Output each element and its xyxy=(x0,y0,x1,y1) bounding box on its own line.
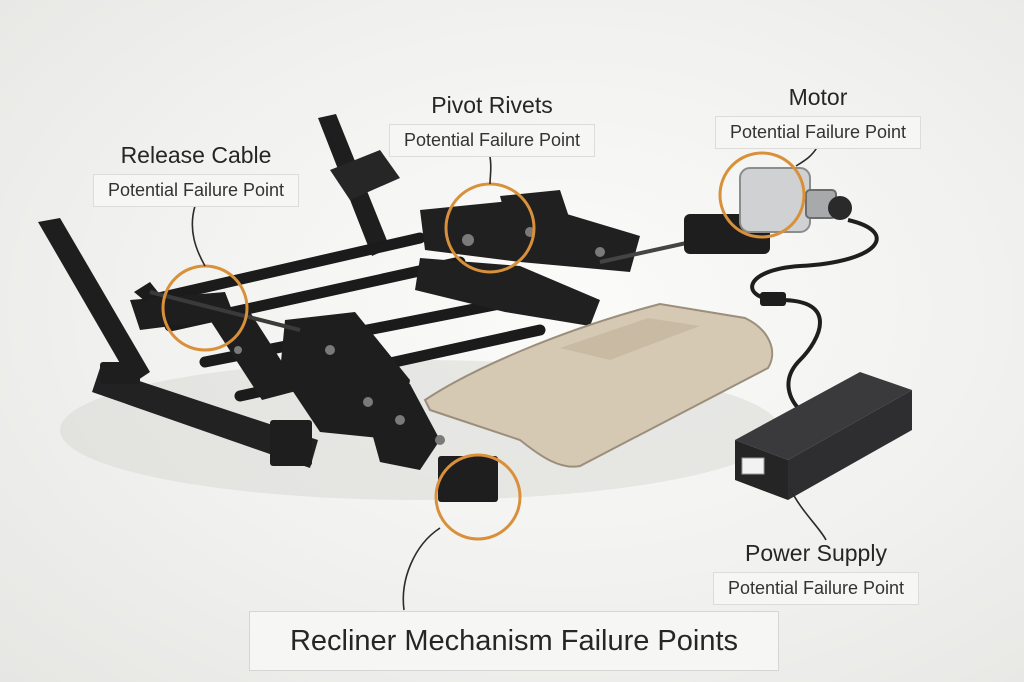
motor-ring xyxy=(718,151,806,239)
release-cable-line xyxy=(149,290,301,332)
callout-motor: Motor Potential Failure Point xyxy=(682,82,954,149)
cable-connector xyxy=(760,292,786,306)
callout-power-supply: Power Supply Potential Failure Point xyxy=(680,538,952,605)
floor-brackets xyxy=(100,362,498,502)
release-handle xyxy=(134,282,158,302)
callout-pivot-rivets: Pivot Rivets Potential Failure Point xyxy=(356,90,628,157)
power-supply-box xyxy=(735,372,912,500)
footrest-pad xyxy=(423,302,774,468)
callout-note: Potential Failure Point xyxy=(714,116,922,149)
motor-unit xyxy=(684,167,852,254)
callout-title: Motor xyxy=(788,84,848,110)
callout-title: Release Cable xyxy=(120,142,272,168)
left-base-rail xyxy=(92,368,318,468)
left-side-link xyxy=(38,218,150,384)
front-linkage xyxy=(130,292,440,470)
callout-title: Pivot Rivets xyxy=(431,92,553,118)
back-top-link xyxy=(330,150,400,200)
callout-title: Power Supply xyxy=(745,540,887,566)
callout-note: Potential Failure Point xyxy=(92,174,300,207)
diagram-title: Recliner Mechanism Failure Points xyxy=(249,611,779,671)
callout-release-cable: Release Cable Potential Failure Point xyxy=(60,140,332,207)
actuator-rod xyxy=(599,238,701,264)
callout-note: Potential Failure Point xyxy=(388,124,596,157)
bracket-ring xyxy=(434,453,522,541)
leader-lines xyxy=(191,145,827,611)
callout-note: Potential Failure Point xyxy=(712,572,920,605)
